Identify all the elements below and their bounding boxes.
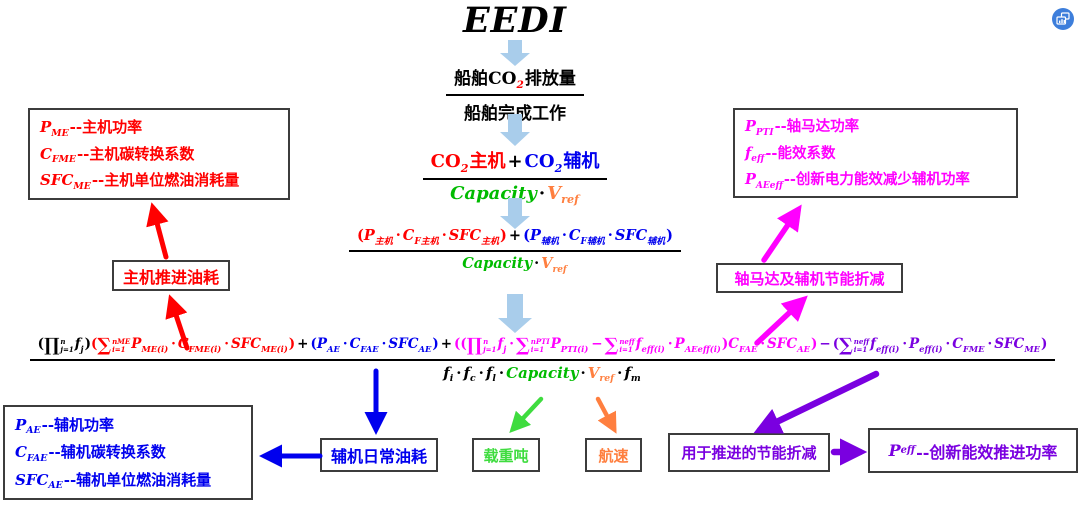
legend-line-sfcme: SFCME--主机单位燃油消耗量 xyxy=(40,171,240,193)
fraction1-numerator: 船舶CO2排放量 xyxy=(446,64,584,97)
legend-line-sfcae: SFCAE--辅机单位燃油消耗量 xyxy=(15,470,212,492)
legend-line-pme: PME--主机功率 xyxy=(40,117,143,139)
legend-line-feff: feff--能效系数 xyxy=(745,144,836,165)
fraction3-denominator: Capacity·Vref xyxy=(462,254,567,275)
page-title: EEDI xyxy=(462,0,568,41)
flow-arrow-1 xyxy=(500,40,530,66)
fraction-power-terms-over-capacity: (P主机·CF主机·SFC主机)+(P辅机·CF辅机·SFC辅机) Capaci… xyxy=(320,227,710,275)
chart-widget-icon-svg xyxy=(1052,8,1074,30)
fraction-co2-engines-over-capacity: CO2主机+CO2辅机 Capacity·Vref xyxy=(380,147,650,206)
shaft-motor-saving-label-box: 轴马达及辅机节能折减 xyxy=(716,263,903,293)
aux-engine-fuel-label-box: 辅机日常油耗 xyxy=(320,438,438,472)
arrow-main-label-to-red-legend xyxy=(146,202,169,260)
fraction3-numerator: (P主机·CF主机·SFC主机)+(P辅机·CF辅机·SFC辅机) xyxy=(348,227,682,252)
fraction-co2-emission-over-work: 船舶CO2排放量 船舶完成工作 xyxy=(395,64,635,124)
propulsion-saving-label-box: 用于推进的节能折减 xyxy=(668,433,830,472)
aux-engine-legend-box: PAE--辅机功率 CFAE--辅机碳转换系数 SFCAE--辅机单位燃油消耗量 xyxy=(3,405,253,500)
legend-line-ppti: PPTI--轴马达功率 xyxy=(745,118,860,139)
main-engine-fuel-label-box: 主机推进油耗 xyxy=(112,260,230,291)
legend-line-paeeff: PAEeff--创新电力能效减少辅机功率 xyxy=(745,170,970,191)
flow-arrow-4 xyxy=(498,294,532,333)
legend-line-pae: PAE--辅机功率 xyxy=(15,415,115,437)
fraction2-numerator: CO2主机+CO2辅机 xyxy=(422,147,608,180)
shaft-motor-legend-box: PPTI--轴马达功率 feff--能效系数 PAEeff--创新电力能效减少辅… xyxy=(733,108,1018,198)
fraction1-denominator: 船舶完成工作 xyxy=(464,104,566,125)
fraction2-denominator: Capacity·Vref xyxy=(450,182,579,207)
arrow-shaft-label-to-magenta-legend xyxy=(761,204,802,263)
arrow-capacity-to-deadweight-label xyxy=(509,396,544,433)
deadweight-label-box: 载重吨 xyxy=(472,438,540,472)
legend-line-cfae: CFAE--辅机碳转换系数 xyxy=(15,443,166,464)
arrow-vref-to-speed-label xyxy=(595,396,617,434)
formula-denominator: fi·fc·fl·Capacity·Vref·fm xyxy=(443,363,641,385)
main-engine-legend-box: PME--主机功率 CFME--主机碳转换系数 SFCME--主机单位燃油消耗量 xyxy=(28,108,290,200)
legend-line-cfme: CFME--主机碳转换系数 xyxy=(40,144,195,166)
chart-widget-icon[interactable] xyxy=(1051,7,1075,31)
speed-label-box: 航速 xyxy=(585,438,642,472)
